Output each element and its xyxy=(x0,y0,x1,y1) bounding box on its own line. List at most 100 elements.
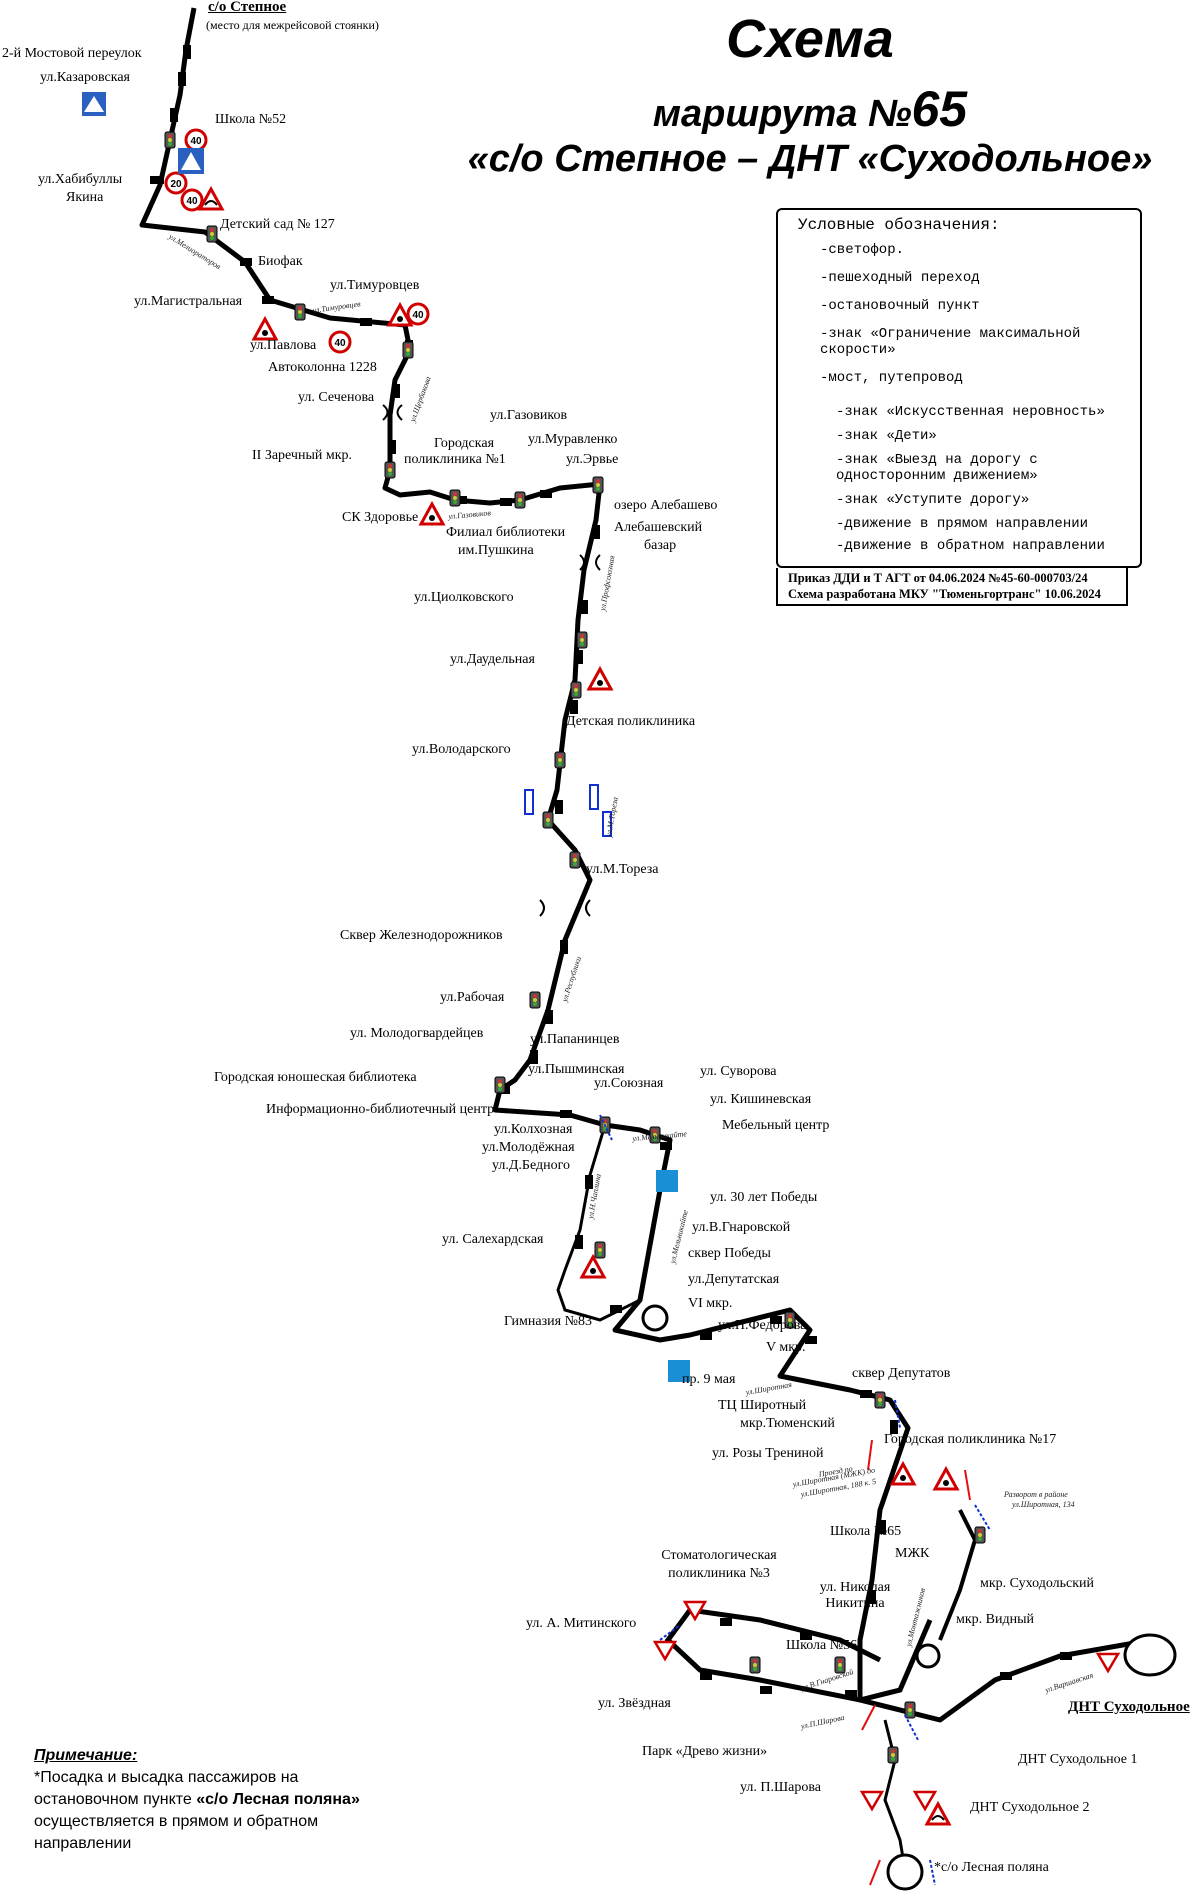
stop-label: Школа №52 xyxy=(215,112,287,127)
stop-label: ул.Н.Федорова xyxy=(718,1318,807,1333)
legend-item: -движение в обратном направлении xyxy=(778,534,1138,562)
stop-label: Школа №65 xyxy=(830,1524,902,1539)
stop-label: ул. Николая xyxy=(819,1580,891,1595)
roundabout-vi xyxy=(641,1304,669,1332)
stop-label: Сквер Железнодорожников xyxy=(340,928,503,943)
stop-label: пр. 9 мая xyxy=(682,1372,736,1387)
stop-label: Парк «Древо жизни» xyxy=(642,1744,768,1759)
legend-item: -пешеходный переход xyxy=(778,266,1138,294)
svg-text:40: 40 xyxy=(334,338,346,349)
stop-label: Алебашевский xyxy=(614,520,703,535)
stop-label: сквер Депутатов xyxy=(852,1366,951,1381)
stop-label: Школа №56 xyxy=(786,1638,858,1653)
stop-label: Гимназия №83 xyxy=(504,1314,592,1329)
stop-label: ТЦ Широтный xyxy=(718,1398,807,1413)
stop-label: ул. 30 лет Победы xyxy=(710,1190,818,1205)
speed-limit-values: 40 40 40 40 20 xyxy=(170,136,424,349)
order-line-2: Схема разработана МКУ "Тюменьгортранс" 1… xyxy=(788,587,1101,601)
stop-label: Мебельный центр xyxy=(722,1118,830,1133)
stop-label: ул.Циолковского xyxy=(414,590,514,605)
legend-item: -движение в прямом направлении xyxy=(778,512,1138,540)
roundabout-mzhk xyxy=(915,1643,941,1669)
one-way-exit-icon xyxy=(788,450,822,476)
stop-label: ул.Хабибуллы xyxy=(38,172,123,187)
stop-label: Биофак xyxy=(258,254,303,269)
legend: Условные обозначения: -светофор. -пешехо… xyxy=(776,208,1142,568)
traffic-light-icon xyxy=(788,240,822,266)
stop-label: Информационно-библиотечный центр xyxy=(266,1102,495,1117)
stop-label: поликлиника №1 xyxy=(404,452,506,467)
terminal-start: с/о Степное xyxy=(208,0,287,15)
stop-label: ул.Газовиков xyxy=(490,408,568,423)
uturn-note: Разворот в районе xyxy=(1004,1490,1068,1499)
route-line-lower-loop xyxy=(664,1607,933,1703)
stop-label: Никитина xyxy=(825,1596,885,1611)
turnaround-end xyxy=(1123,1633,1177,1677)
stop-label: базар xyxy=(644,538,677,553)
stop-label: Филиал библиотеки xyxy=(446,525,566,540)
route-number: 65 xyxy=(911,81,968,137)
stop-label: ул. А. Митинского xyxy=(526,1616,637,1631)
stop-label: ул.Депутатская xyxy=(688,1272,780,1287)
svg-text:40: 40 xyxy=(190,136,202,147)
legend-item: -остановочный пункт xyxy=(778,294,1138,322)
stop-label: Автоколонна 1228 xyxy=(268,360,377,375)
stop-label: Городская юношеская библиотека xyxy=(214,1070,417,1085)
terminal-end: ДНТ Суходольное xyxy=(1068,1699,1190,1715)
stop-label: ул. Розы Трениной xyxy=(712,1446,824,1461)
stop-label: ул.Пышминская xyxy=(528,1062,625,1077)
note-text: *Посадка и высадка пассажиров на останов… xyxy=(34,1769,360,1852)
stop-label: ул.Эрвье xyxy=(566,452,619,467)
legend-heading: Условные обозначения: xyxy=(798,216,1000,234)
stop-label: ул.Казаровская xyxy=(40,70,130,85)
uturn-note: ул.Широтная, 134 xyxy=(1012,1500,1075,1509)
speed-limit-icon xyxy=(788,324,822,350)
legend-item: -знак «Искусственная неровность» xyxy=(778,400,1138,428)
legend-item: -знак «Дети» xyxy=(778,424,1138,452)
stop-label: ДНТ Суходольное 2 xyxy=(970,1800,1090,1815)
note-heading: Примечание: xyxy=(34,1747,138,1764)
route-line-branch xyxy=(938,1509,978,1641)
stop-label: Якина xyxy=(66,190,104,205)
legend-item: -светофор. xyxy=(778,238,1138,266)
stop-label: ул.Тимуровцев xyxy=(330,278,420,293)
bridges xyxy=(382,404,601,917)
legend-item: -мост, путепровод xyxy=(778,366,1138,394)
bridge-icon xyxy=(788,368,822,394)
stop-label: ул.Володарского xyxy=(412,742,511,757)
stop-label: ул. Звёздная xyxy=(598,1696,671,1711)
stop-label: ул.Муравленко xyxy=(528,432,618,447)
svg-text:20: 20 xyxy=(170,179,182,190)
stop-label: ул.М.Тореза xyxy=(586,862,659,877)
stop-label: озеро Алебашево xyxy=(614,498,718,513)
stop-label: им.Пушкина xyxy=(458,543,534,558)
stop-label: ул.Магистральная xyxy=(134,294,243,309)
stop-label: Городская поликлиника №17 xyxy=(884,1432,1057,1447)
route-line-lesnaya xyxy=(883,1719,907,1871)
stop-label: Детская поликлиника xyxy=(566,714,696,729)
stop-label: ул.Павлова xyxy=(250,338,317,353)
stop-label: Стоматологическая xyxy=(661,1548,777,1563)
legend-item: -знак «Ограничение максимальной скорости… xyxy=(778,322,1138,366)
stop-label: МЖК xyxy=(895,1546,930,1561)
stop-label: 2-й Мостовой переулок xyxy=(2,46,142,61)
stop-label: ул.В.Гнаровской xyxy=(692,1220,791,1235)
stop-label: Городская xyxy=(433,436,495,451)
stop-label: ул.Даудельная xyxy=(450,652,535,667)
stop-label: ул. Суворова xyxy=(700,1064,777,1079)
stop-label: ул.Союзная xyxy=(594,1076,664,1091)
title-line-3: «с/о Степное – ДНТ «Суходольное» xyxy=(467,138,1153,180)
title-line-2: маршрута №65 xyxy=(600,80,1020,138)
legend-item: -знак «Уступите дорогу» xyxy=(778,488,1138,516)
stop-label: VI мкр. xyxy=(688,1296,733,1311)
stop-label: ул.Папанинцев xyxy=(530,1032,620,1047)
stop-label: ул.Д.Бедного xyxy=(492,1158,570,1173)
title-line-2-prefix: маршрута № xyxy=(652,93,912,135)
stop-label: ул.Рабочая xyxy=(440,990,505,1005)
svg-text:40: 40 xyxy=(186,196,198,207)
stop-label: мкр. Суходольский xyxy=(980,1576,1095,1591)
stop-label: Детский сад № 127 xyxy=(220,217,335,232)
blue-signs xyxy=(82,92,690,1382)
stop-label: II Заречный мкр. xyxy=(252,448,353,463)
